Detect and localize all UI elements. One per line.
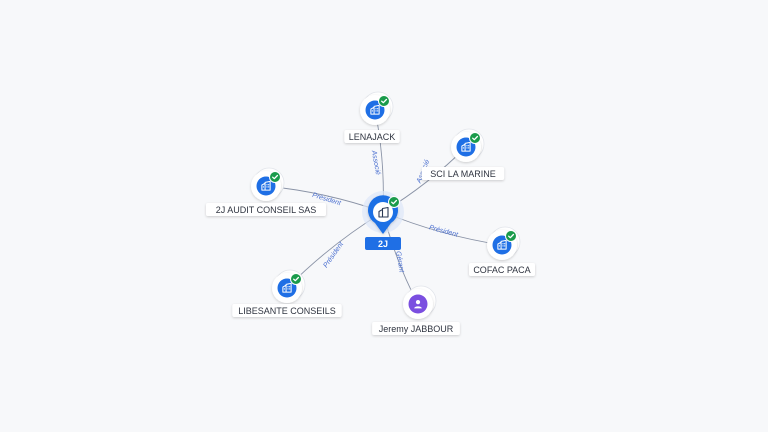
verified-check-icon	[378, 95, 390, 107]
node-sci-la-marine[interactable]: SCI LA MARINE	[421, 128, 505, 180]
center-node-label: 2J	[378, 239, 388, 249]
node-lenajack-label-bg	[344, 130, 400, 143]
node-jeremy-jabbour[interactable]: Jeremy JABBOUR	[372, 285, 460, 335]
node-sci-la-marine-label-bg	[421, 167, 505, 180]
node-cofac-paca-label: COFAC PACA	[473, 265, 530, 275]
node-lenajack[interactable]: LENAJACK	[344, 91, 400, 143]
edge-label: Président	[322, 240, 345, 269]
node-2j-audit-conseil-sas[interactable]: 2J AUDIT CONSEIL SAS	[206, 167, 326, 216]
node-lenajack-circle	[360, 91, 394, 125]
edge-label: Gérant	[394, 251, 405, 274]
center-node-label-bg	[365, 237, 401, 250]
node-libesante-conseils-label-bg	[232, 304, 342, 317]
node-cofac-paca-circle	[487, 226, 521, 260]
nodes-layer: LENAJACK SCI LA MARINE 2J AUDIT CONSEIL …	[206, 91, 535, 335]
node-sci-la-marine-label: SCI LA MARINE	[430, 169, 496, 179]
node-lenajack-label: LENAJACK	[349, 132, 396, 142]
verified-check-icon	[269, 171, 281, 183]
verified-check-icon	[469, 132, 481, 144]
node-libesante-conseils[interactable]: LIBESANTE CONSEILS	[232, 269, 342, 317]
verified-check-icon	[388, 196, 400, 208]
verified-check-icon	[290, 273, 302, 285]
node-libesante-conseils-label: LIBESANTE CONSEILS	[238, 306, 336, 316]
center-node-2j[interactable]: 2J	[362, 191, 404, 250]
node-jeremy-jabbour-label: Jeremy JABBOUR	[379, 324, 454, 334]
edge-label: Président	[428, 224, 459, 239]
node-cofac-paca[interactable]: COFAC PACA	[469, 226, 535, 276]
node-jeremy-jabbour-label-bg	[372, 322, 460, 335]
building-icon	[378, 206, 389, 218]
verified-check-icon	[505, 230, 517, 242]
node-2j-audit-conseil-sas-label-bg	[206, 203, 326, 216]
node-cofac-paca-label-bg	[469, 263, 535, 276]
edge-label: Associé	[370, 149, 381, 175]
node-2j-audit-conseil-sas-label: 2J AUDIT CONSEIL SAS	[216, 205, 317, 215]
